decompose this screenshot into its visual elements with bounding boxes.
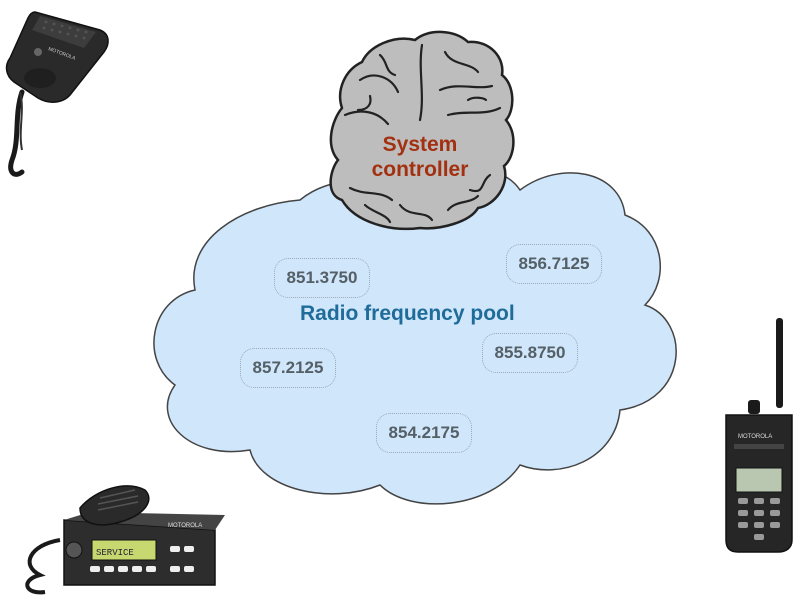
system-controller-label: System controller <box>350 132 490 182</box>
system-controller-line1: System <box>382 133 458 156</box>
frequency-badge: 855.8750 <box>482 333 578 373</box>
brain-icon <box>329 30 515 231</box>
frequency-pool-cloud <box>153 167 677 505</box>
walkie-talkie-icon: MOTOROLA <box>725 318 793 553</box>
walkie-talkie-brand-text: MOTOROLA <box>738 434 772 440</box>
system-controller-line2: controller <box>371 158 469 181</box>
frequency-badge: 851.3750 <box>274 258 370 298</box>
handheld-microphone-icon: MOTOROLA <box>5 11 109 177</box>
mobile-radio-brand-text: MOTOROLA <box>168 523 202 529</box>
frequency-badge: 856.7125 <box>506 244 602 284</box>
frequency-badge: 857.2125 <box>240 348 336 388</box>
frequency-pool-label: Radio frequency pool <box>300 302 515 325</box>
mobile-radio-display-text: SERVICE <box>96 548 134 558</box>
frequency-badge: 854.2175 <box>376 413 472 453</box>
mobile-radio-icon: SERVICE MOTOROLA <box>25 485 225 595</box>
